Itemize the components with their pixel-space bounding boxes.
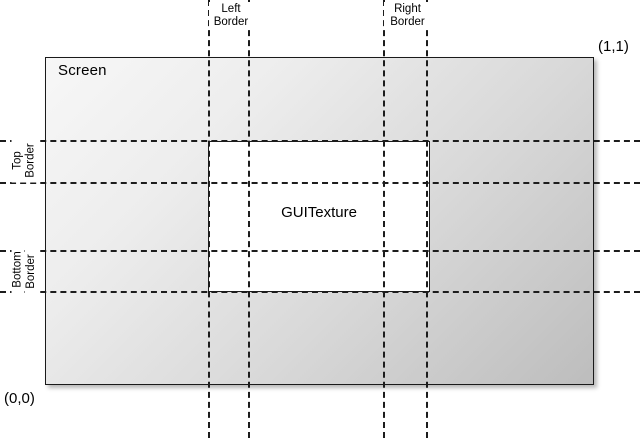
- coordinate-top-right: (1,1): [598, 38, 629, 55]
- coordinate-bottom-left: (0,0): [4, 390, 35, 407]
- guide-line-left-border-outer: [248, 0, 250, 438]
- screen-label: Screen: [58, 62, 107, 79]
- guide-line-left-border-inner: [208, 0, 210, 438]
- bottom-border-label-line1: Bottom: [11, 243, 25, 296]
- guide-line-bottom-border-inner: [0, 250, 640, 252]
- bottom-border-label-line2: Border: [25, 248, 38, 295]
- guitexture-label: GUITexture: [281, 204, 357, 221]
- guitexture-rectangle: [208, 141, 430, 292]
- right-border-label-line1: Right: [394, 3, 421, 15]
- right-border-label: Right Border: [384, 2, 431, 30]
- left-border-label-line2: Border: [213, 16, 249, 28]
- top-border-label-line2: Border: [24, 138, 38, 183]
- left-border-label: Left Border: [209, 2, 253, 30]
- guide-line-bottom-border-outer: [0, 291, 640, 293]
- guide-line-top-border-outer: [0, 140, 640, 142]
- guide-line-right-border-inner: [383, 0, 385, 438]
- left-border-label-line1: Left: [221, 3, 241, 15]
- right-border-label-line2: Border: [390, 16, 425, 28]
- top-border-label-line1: Top: [11, 138, 25, 183]
- guide-line-top-border-inner: [0, 182, 640, 184]
- guide-line-right-border-outer: [426, 0, 428, 438]
